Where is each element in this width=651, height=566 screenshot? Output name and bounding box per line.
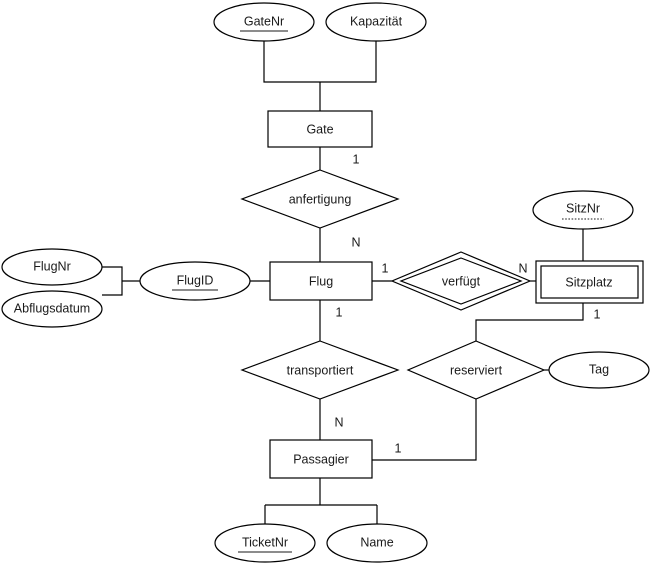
- attribute-kapazitaet-label: Kapazität: [350, 14, 403, 28]
- attribute-name-ellipse[interactable]: [326, 523, 428, 563]
- attribute-flugnr-ellipse[interactable]: [1, 248, 103, 286]
- attribute-kapazitaet-ellipse[interactable]: [325, 2, 427, 42]
- attribute-flugnr-label: FlugNr: [33, 259, 71, 273]
- attribute-abflugsdatum[interactable]: Abflugsdatum: [1, 290, 103, 328]
- cardinality-flug-verfuegt: 1: [382, 261, 389, 275]
- edge-sitzplatz-to-reserviert: [475, 303, 584, 341]
- entity-flug-label: Flug: [309, 274, 333, 288]
- attribute-ticketnr[interactable]: TicketNr: [214, 523, 316, 563]
- entity-flug-box[interactable]: [269, 261, 373, 301]
- attribute-kapazitaet[interactable]: Kapazität: [325, 2, 427, 42]
- entity-sitzplatz-label: Sitzplatz: [565, 275, 612, 289]
- attribute-name[interactable]: Name: [326, 523, 428, 563]
- relationship-verfuegt-inner-diamond: [399, 257, 523, 305]
- cardinality-transportiert-passagier: N: [334, 415, 343, 429]
- connection-lines: [102, 41, 584, 524]
- relationship-transportiert-label: transportiert: [287, 363, 354, 377]
- cardinality-anfertigung-flug: N: [351, 235, 360, 249]
- attribute-tag-label: Tag: [589, 362, 609, 376]
- entity-sitzplatz[interactable]: Sitzplatz: [535, 260, 644, 304]
- entity-passagier[interactable]: Passagier: [269, 439, 373, 479]
- relationship-verfuegt[interactable]: verfügt: [390, 251, 532, 311]
- attribute-sitznr-ellipse[interactable]: [532, 190, 634, 230]
- entity-gate[interactable]: Gate: [267, 110, 373, 148]
- attribute-sitznr-label: SitzNr: [566, 201, 600, 215]
- attribute-abflugsdatum-label: Abflugsdatum: [14, 301, 90, 315]
- relationship-reserviert-diamond[interactable]: [406, 340, 546, 400]
- relationship-verfuegt-outer-diamond[interactable]: [390, 251, 532, 311]
- attribute-ticketnr-label: TicketNr: [242, 535, 288, 549]
- entity-gate-box[interactable]: [267, 110, 373, 148]
- attribute-tag[interactable]: Tag: [548, 351, 650, 389]
- relationship-verfuegt-label: verfügt: [442, 274, 481, 288]
- entity-passagier-label: Passagier: [293, 452, 349, 466]
- attribute-name-label: Name: [360, 535, 393, 549]
- attribute-flugid-ellipse[interactable]: [139, 261, 251, 301]
- edge-flugnr-to-junction: [102, 266, 123, 296]
- relationship-reserviert[interactable]: reserviert: [406, 340, 546, 400]
- cardinality-labels: 1 N 1 N 1 N 1 1: [334, 152, 600, 455]
- attribute-flugid[interactable]: FlugID: [139, 261, 251, 301]
- attribute-abflugsdatum-ellipse[interactable]: [1, 290, 103, 328]
- cardinality-passagier-reserviert: 1: [395, 441, 402, 455]
- entity-passagier-box[interactable]: [269, 439, 373, 479]
- attribute-flugid-label: FlugID: [177, 273, 214, 287]
- relationship-anfertigung[interactable]: anfertigung: [240, 169, 400, 229]
- entity-sitzplatz-inner-box: [540, 265, 639, 299]
- edge-gatenr-to-gate: [263, 41, 377, 83]
- edge-reserviert-to-passagier: [372, 399, 477, 461]
- cardinality-sitzplatz-reserviert: 1: [594, 307, 601, 321]
- cardinality-gate-anfertigung: 1: [353, 152, 360, 166]
- relationship-transportiert[interactable]: transportiert: [240, 340, 400, 400]
- cardinality-verfuegt-sitzplatz: N: [518, 261, 527, 275]
- attribute-tag-ellipse[interactable]: [548, 351, 650, 389]
- entity-sitzplatz-outer-box[interactable]: [535, 260, 644, 304]
- entity-flug[interactable]: Flug: [269, 261, 373, 301]
- relationship-anfertigung-diamond[interactable]: [240, 169, 400, 229]
- attribute-gatenr-label: GateNr: [244, 14, 284, 28]
- relationship-anfertigung-label: anfertigung: [289, 192, 352, 206]
- relationship-transportiert-diamond[interactable]: [240, 340, 400, 400]
- relationship-reserviert-label: reserviert: [450, 363, 503, 377]
- attribute-flugnr[interactable]: FlugNr: [1, 248, 103, 286]
- entity-gate-label: Gate: [306, 122, 333, 136]
- attribute-sitznr[interactable]: SitzNr: [532, 190, 634, 230]
- cardinality-flug-transportiert: 1: [336, 305, 343, 319]
- attribute-gatenr[interactable]: GateNr: [213, 2, 315, 42]
- attribute-gatenr-ellipse[interactable]: [213, 2, 315, 42]
